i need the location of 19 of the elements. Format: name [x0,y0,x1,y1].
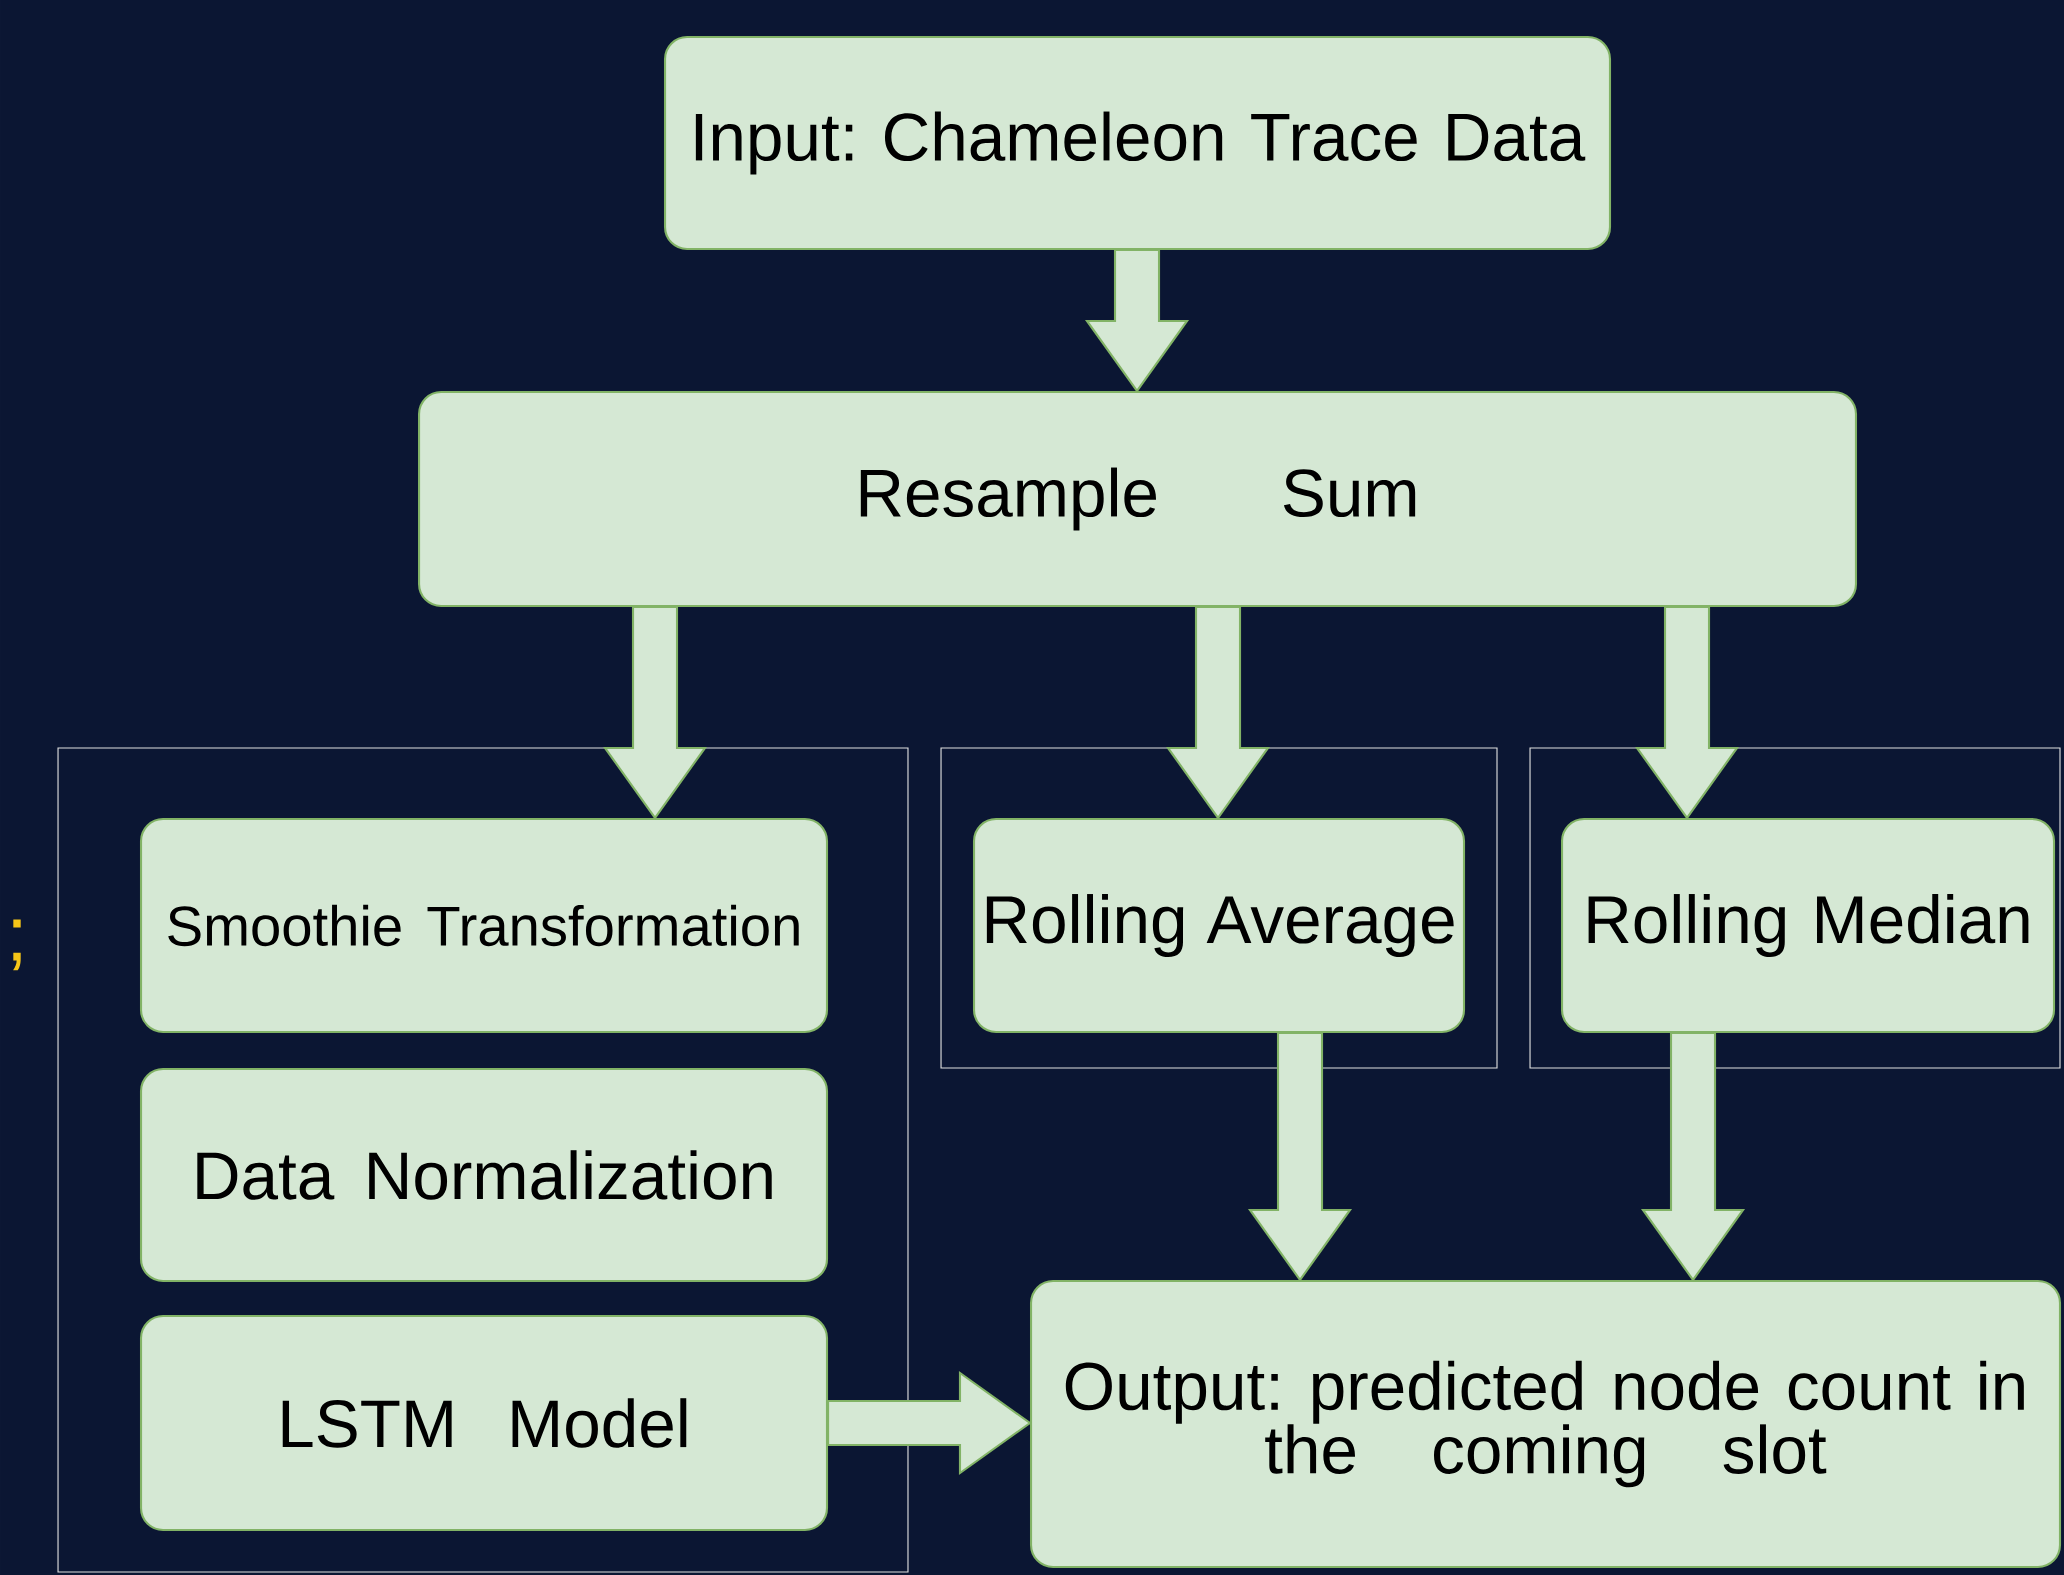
process-box: Rolling Average [972,817,1466,1034]
block-arrow [1247,1031,1353,1282]
process-box: Smoothie Transformation [139,817,829,1034]
process-box: LSTM Model [139,1314,829,1532]
process-box: Rolling Median [1560,817,2056,1034]
process-box: Input: Chameleon Trace Data [664,35,1612,251]
block-arrow [827,1370,1032,1476]
process-box: Data Normalization [139,1067,829,1283]
block-arrow [1640,1031,1746,1282]
block-arrow [1165,605,1271,820]
block-arrow [1084,248,1190,393]
group-frame [57,747,909,1573]
process-box: Output: predicted node count in the coming slot [1030,1279,2062,1569]
block-arrow [602,605,708,820]
group-frame [940,747,1498,1069]
process-box: Resample Sum [418,390,1858,608]
semicolon-text: ; [13,919,21,971]
block-arrow [1634,605,1740,820]
group-frame [1529,747,2061,1069]
